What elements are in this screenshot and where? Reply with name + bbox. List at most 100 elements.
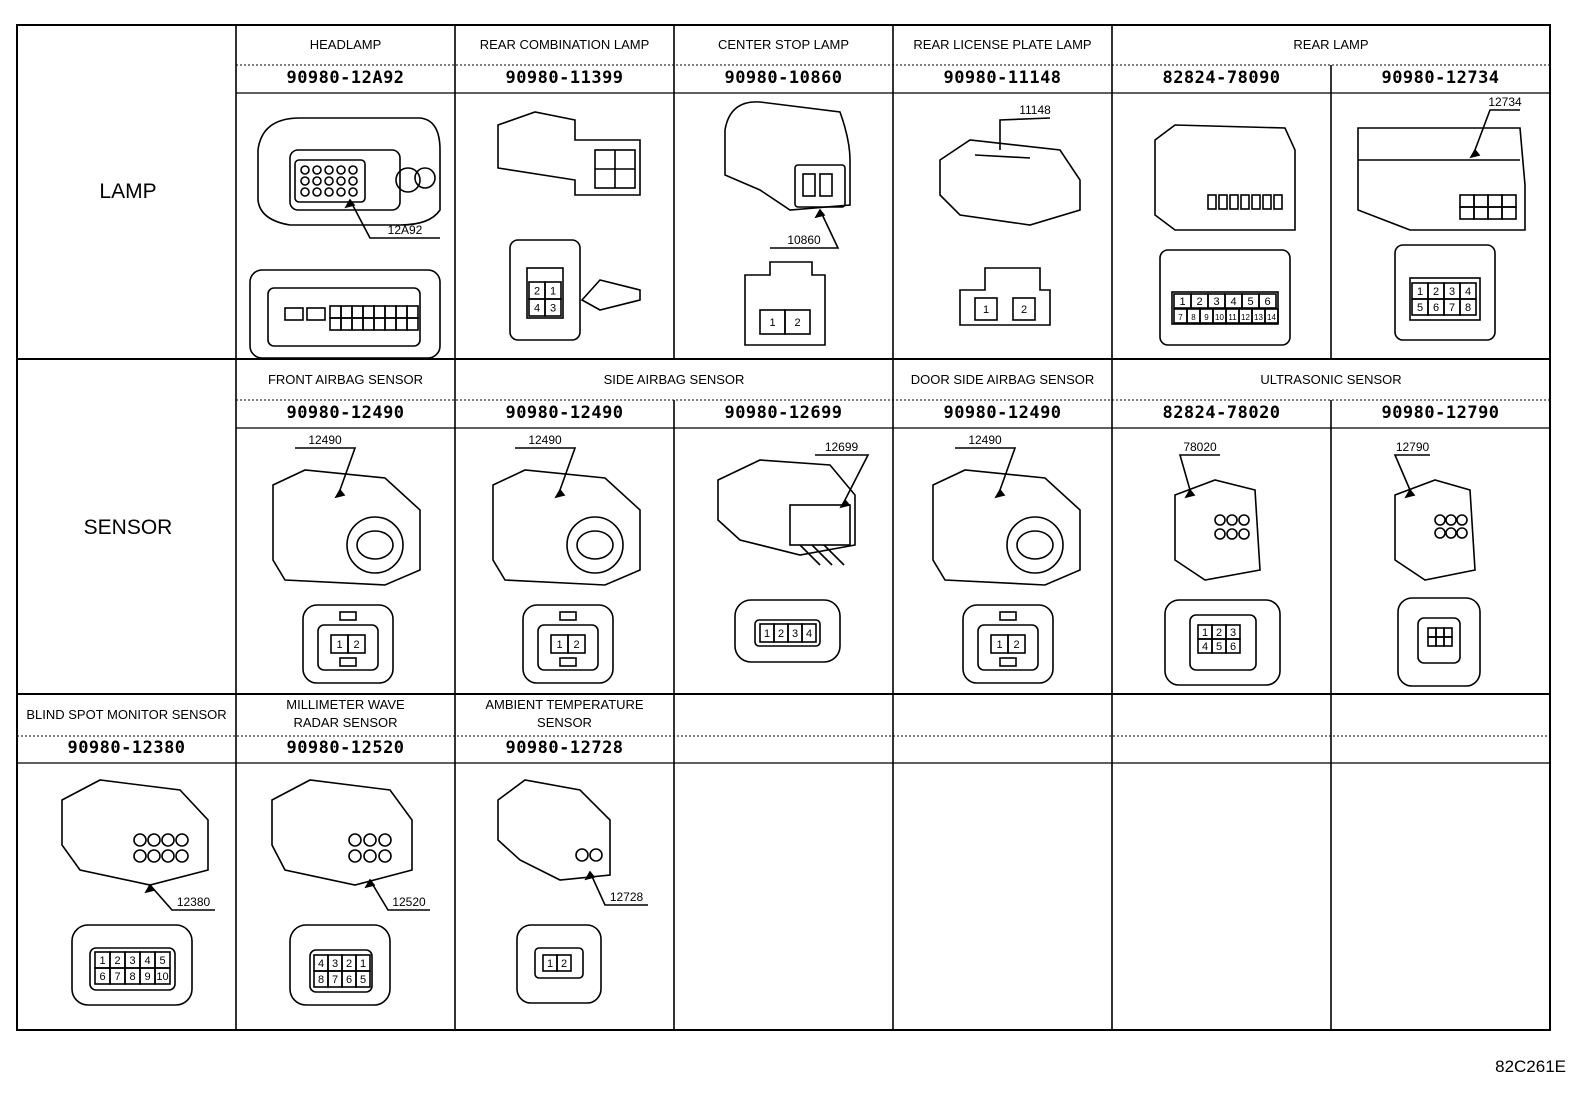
title-blind-spot-monitor-sensor: BLIND SPOT MONITOR SENSOR [26,707,227,722]
svg-text:9: 9 [144,971,150,983]
svg-text:12490: 12490 [528,433,562,447]
title-millimeter-wave-radar-line1: MILLIMETER WAVE [286,697,405,712]
svg-text:11: 11 [1228,313,1237,322]
svg-text:12490: 12490 [968,433,1002,447]
part-number-90980-12520: 90980-12520 [286,738,405,758]
svg-text:78020: 78020 [1183,440,1217,454]
svg-text:4: 4 [318,958,324,970]
part-number-90980-12490: 90980-12490 [286,403,405,423]
svg-text:1: 1 [556,639,562,651]
title-millimeter-wave-radar-line2: RADAR SENSOR [293,715,398,730]
svg-text:8: 8 [1191,313,1196,322]
svg-text:3: 3 [129,955,135,967]
svg-text:2: 2 [1196,296,1202,308]
svg-text:4: 4 [534,303,540,315]
svg-text:13: 13 [1254,313,1263,322]
svg-text:4: 4 [806,628,812,640]
part-number-90980-12A92: 90980-12A92 [286,68,405,88]
svg-text:12A92: 12A92 [388,223,423,237]
svg-text:4: 4 [1465,286,1471,298]
svg-text:3: 3 [1213,296,1219,308]
svg-text:6: 6 [1230,641,1236,653]
svg-text:3: 3 [1449,286,1455,298]
title-center-stop-lamp: CENTER STOP LAMP [718,37,849,52]
svg-text:2: 2 [353,639,359,651]
airbag-sensor-connector-icon: 12490 [492,433,641,586]
svg-text:5: 5 [159,955,165,967]
svg-text:4: 4 [144,955,150,967]
svg-text:12520: 12520 [392,895,426,909]
svg-text:2: 2 [534,286,540,298]
svg-text:5: 5 [1247,296,1253,308]
svg-text:1: 1 [547,958,553,970]
svg-text:10: 10 [156,971,168,983]
title-front-airbag-sensor: FRONT AIRBAG SENSOR [267,372,424,387]
svg-text:5: 5 [1216,641,1222,653]
part-number-90980-10860: 90980-10860 [724,68,843,88]
category-sensor: SENSOR [83,516,173,539]
svg-text:2: 2 [1216,627,1222,639]
svg-text:3: 3 [550,303,556,315]
title-ultrasonic-sensor: ULTRASONIC SENSOR [1260,372,1402,387]
svg-text:3: 3 [1230,627,1236,639]
part-number-82824-78090: 82824-78090 [1162,68,1281,88]
svg-text:2: 2 [114,955,120,967]
figure-id: 82C261E [1495,1057,1566,1076]
part-number-90980-12490: 90980-12490 [505,403,624,423]
headlamp-connector-icon: 12A92 [249,117,441,359]
airbag-sensor-connector-icon: 12490 [932,433,1081,586]
title-side-airbag-sensor: SIDE AIRBAG SENSOR [603,372,745,387]
part-number-90980-12734: 90980-12734 [1381,68,1500,88]
svg-text:12699: 12699 [825,440,859,454]
svg-text:2: 2 [778,628,784,640]
svg-text:1: 1 [360,958,366,970]
svg-text:6: 6 [1264,296,1270,308]
svg-text:1: 1 [1417,286,1423,298]
svg-text:10860: 10860 [787,233,821,247]
svg-text:10: 10 [1215,313,1224,322]
svg-text:1: 1 [1202,627,1208,639]
svg-text:6: 6 [1433,302,1439,314]
svg-text:8: 8 [1465,302,1471,314]
title-door-side-airbag-sensor: DOOR SIDE AIRBAG SENSOR [910,372,1095,387]
part-number-90980-12490: 90980-12490 [943,403,1062,423]
svg-text:2: 2 [1433,286,1439,298]
ultrasonic-sensor-connector-icon: 12790 [1393,440,1481,687]
svg-text:2: 2 [346,958,352,970]
part-number-90980-12790: 90980-12790 [1381,403,1500,423]
svg-text:2: 2 [1013,639,1019,651]
svg-text:5: 5 [360,974,366,986]
part-number-90980-12699: 90980-12699 [724,403,843,423]
svg-text:1: 1 [996,639,1002,651]
svg-text:1: 1 [983,304,989,316]
part-number-90980-11399: 90980-11399 [505,68,624,88]
svg-text:7: 7 [114,971,120,983]
svg-text:5: 5 [1417,302,1423,314]
svg-text:1: 1 [764,628,770,640]
svg-text:14: 14 [1267,313,1276,322]
title-headlamp: HEADLAMP [309,37,382,52]
svg-text:3: 3 [332,958,338,970]
svg-text:2: 2 [573,639,579,651]
svg-text:2: 2 [794,317,800,329]
svg-text:3: 3 [792,628,798,640]
svg-text:2: 2 [561,958,567,970]
table-border [16,24,1551,1031]
category-lamp: LAMP [99,180,157,203]
svg-text:4: 4 [1230,296,1236,308]
title-ambient-temperature-line1: AMBIENT TEMPERATURE [485,697,644,712]
airbag-sensor-connector-icon: 12490 [272,433,421,586]
svg-text:12380: 12380 [177,895,211,909]
